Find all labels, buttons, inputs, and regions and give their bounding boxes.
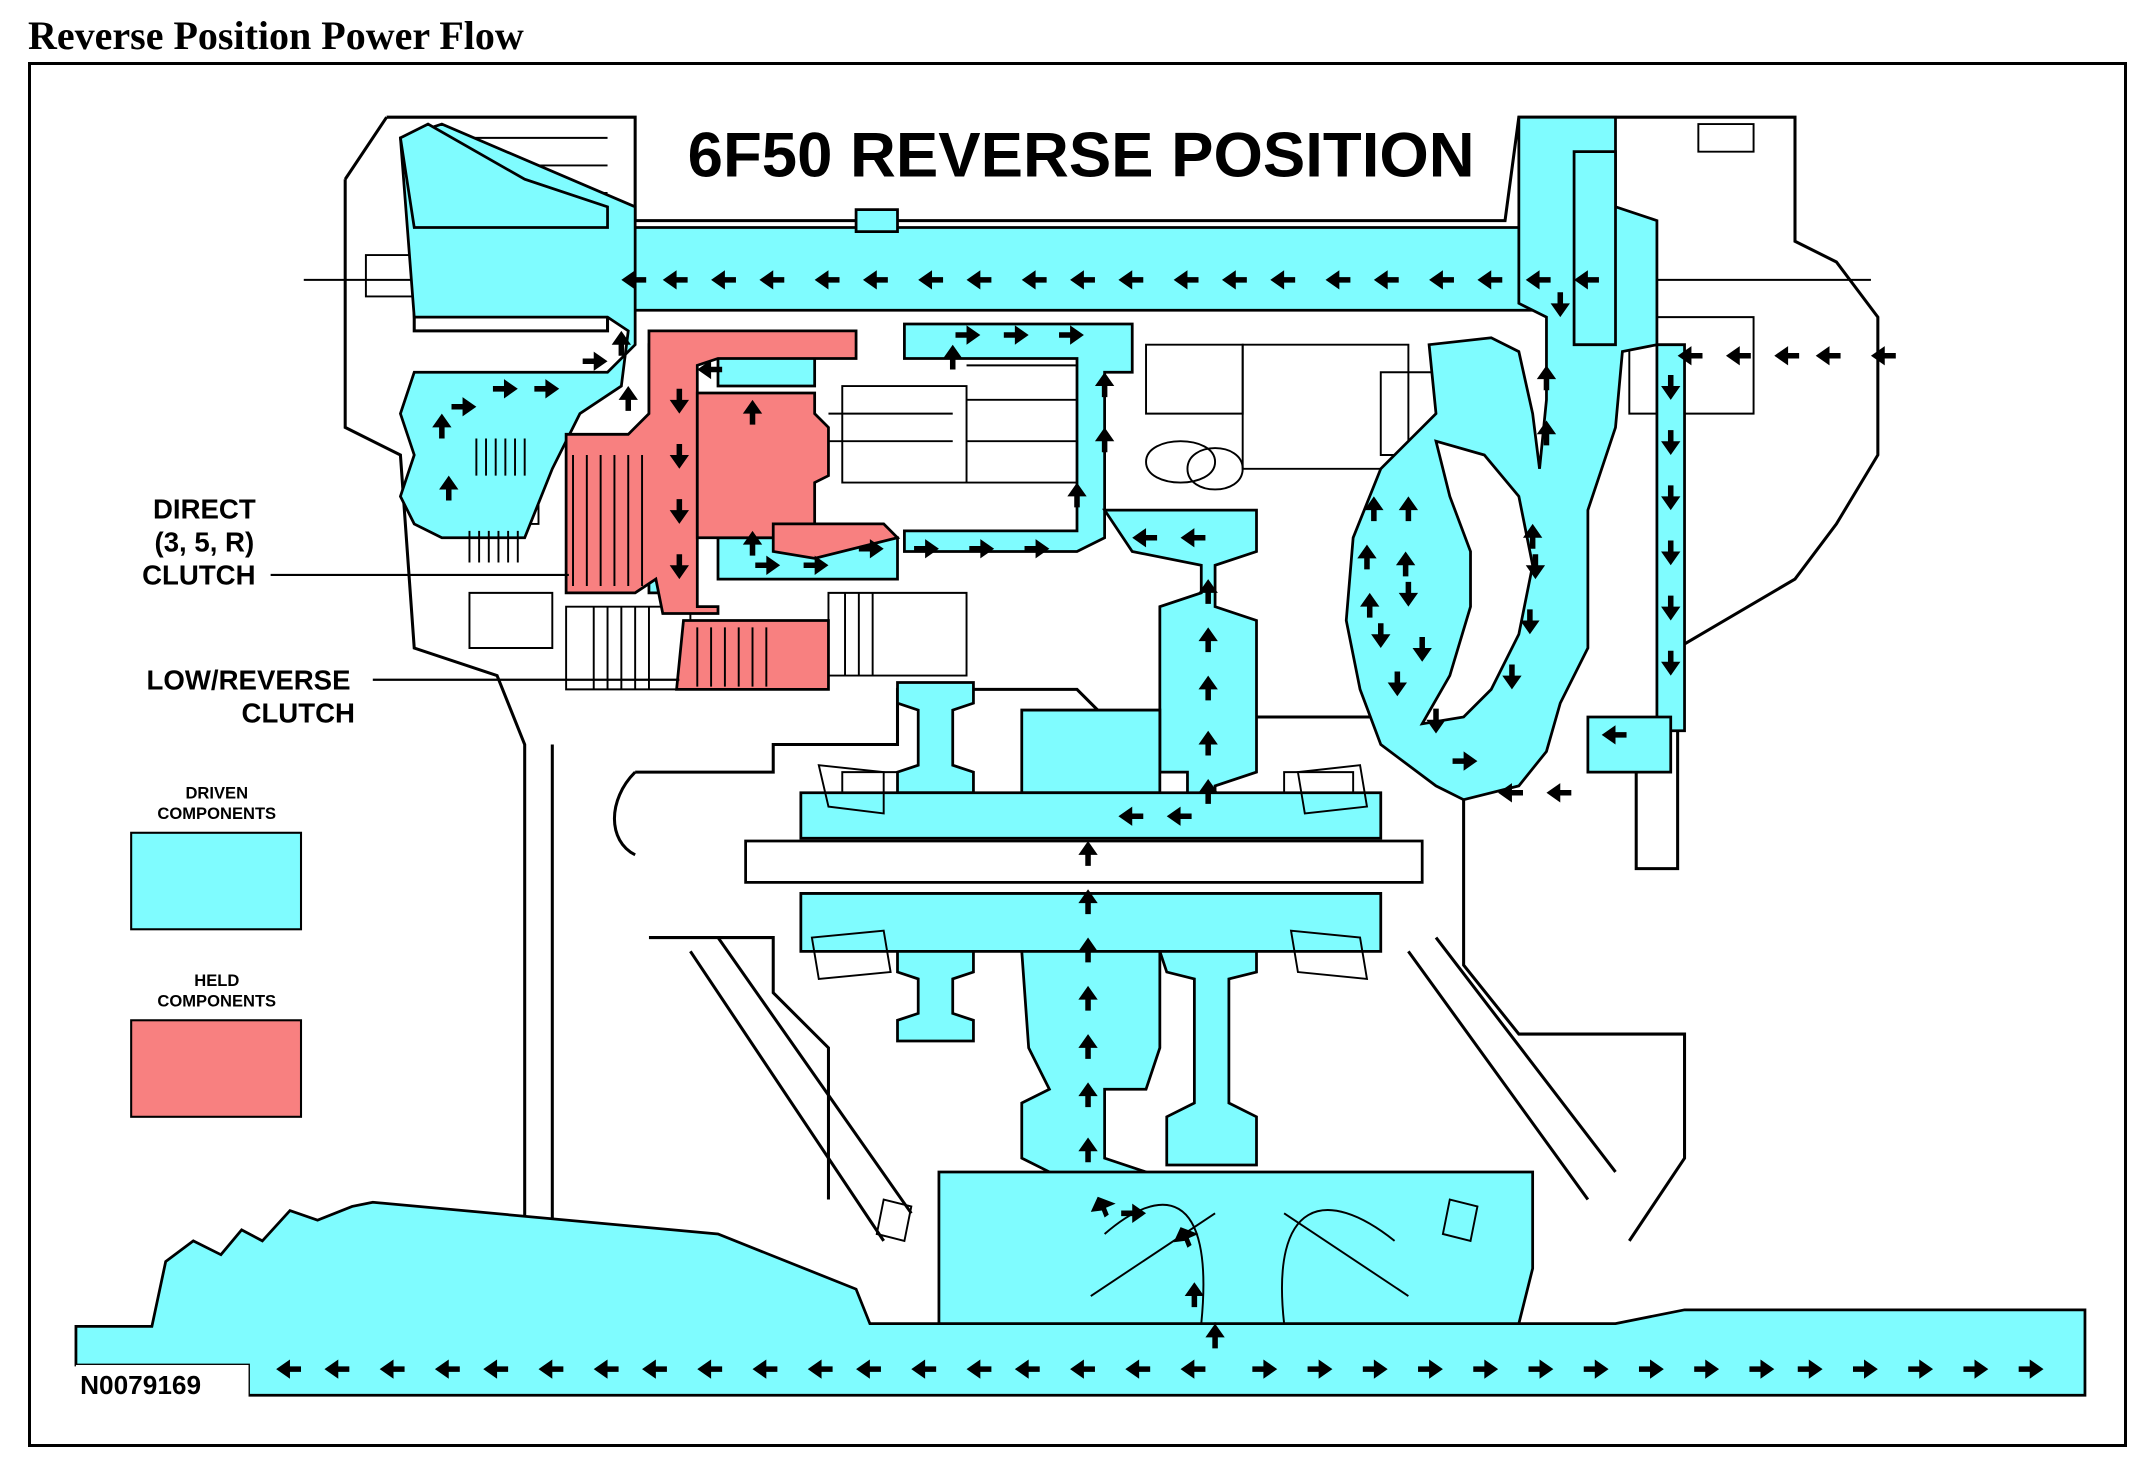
- pump-body: [1586, 715, 1673, 774]
- diagram-heading: 6F50 REVERSE POSITION: [688, 121, 1475, 191]
- stator: [1419, 439, 1535, 726]
- low-reverse-label-line-2: CLUTCH: [242, 697, 355, 728]
- legend-held-swatch: [130, 1019, 303, 1118]
- figure-id: N0079169: [80, 1370, 201, 1400]
- driven-components: [74, 115, 2087, 1397]
- low-reverse-label-line-1: LOW/REVERSE: [147, 664, 351, 695]
- heading-backdrop: [662, 117, 1506, 203]
- output-carrier: [903, 322, 1134, 553]
- transfer-shaft: [744, 839, 1424, 884]
- final-drive-gear: [1157, 949, 1258, 1167]
- page-title: Reverse Position Power Flow: [28, 13, 524, 58]
- shaft-hub: [854, 208, 899, 234]
- clutch-plates: [468, 364, 1479, 1324]
- idler-gear-lower-left: [896, 949, 975, 1043]
- direct-clutch-label-line-1: DIRECT: [153, 493, 256, 524]
- sun-gear-shell: [695, 391, 832, 540]
- shaft-arrows-left: [621, 270, 1599, 290]
- direct-clutch-label-line-3: CLUTCH: [142, 560, 255, 591]
- idler-hub: [1020, 708, 1162, 795]
- legend-held-label-line-2: COMPONENTS: [157, 992, 276, 1011]
- transfer-shaft-upper: [799, 791, 1383, 840]
- brake-segment: [771, 522, 901, 560]
- legend: DRIVEN COMPONENTS HELD COMPONENTS: [130, 783, 303, 1118]
- figure-id-backdrop: [75, 1364, 249, 1401]
- legend-driven-label-line-1: DRIVEN: [185, 783, 248, 802]
- converter-hub: [1572, 150, 1617, 347]
- input-arrows: [1498, 346, 1896, 803]
- differential-case: [937, 1170, 1535, 1346]
- power-flow-arrows: [276, 270, 2044, 1379]
- main-shaft: [606, 226, 1631, 312]
- diagram-frame: [28, 62, 2127, 1447]
- low-reverse-clutch-callout: LOW/REVERSE CLUTCH: [147, 664, 680, 728]
- idler-gear-left: [896, 681, 975, 795]
- legend-held-label-line-1: HELD: [194, 971, 239, 990]
- legend-driven-label-line-2: COMPONENTS: [157, 804, 276, 823]
- transfer-shaft-lower: [799, 892, 1383, 953]
- final-drive-pinion: [1020, 949, 1162, 1201]
- planetary-arrows: [432, 325, 1206, 580]
- transfer-arrows: [1078, 579, 1225, 1349]
- half-shaft: [74, 1200, 2087, 1397]
- axle-arrows: [276, 1359, 2044, 1379]
- legend-driven-swatch: [130, 831, 303, 931]
- upper-hub: [398, 122, 609, 229]
- direct-clutch-label-line-2: (3, 5, R): [155, 527, 255, 558]
- converter-arrows: [1357, 292, 1570, 771]
- direct-clutch-callout: DIRECT (3, 5, R) CLUTCH: [142, 493, 569, 591]
